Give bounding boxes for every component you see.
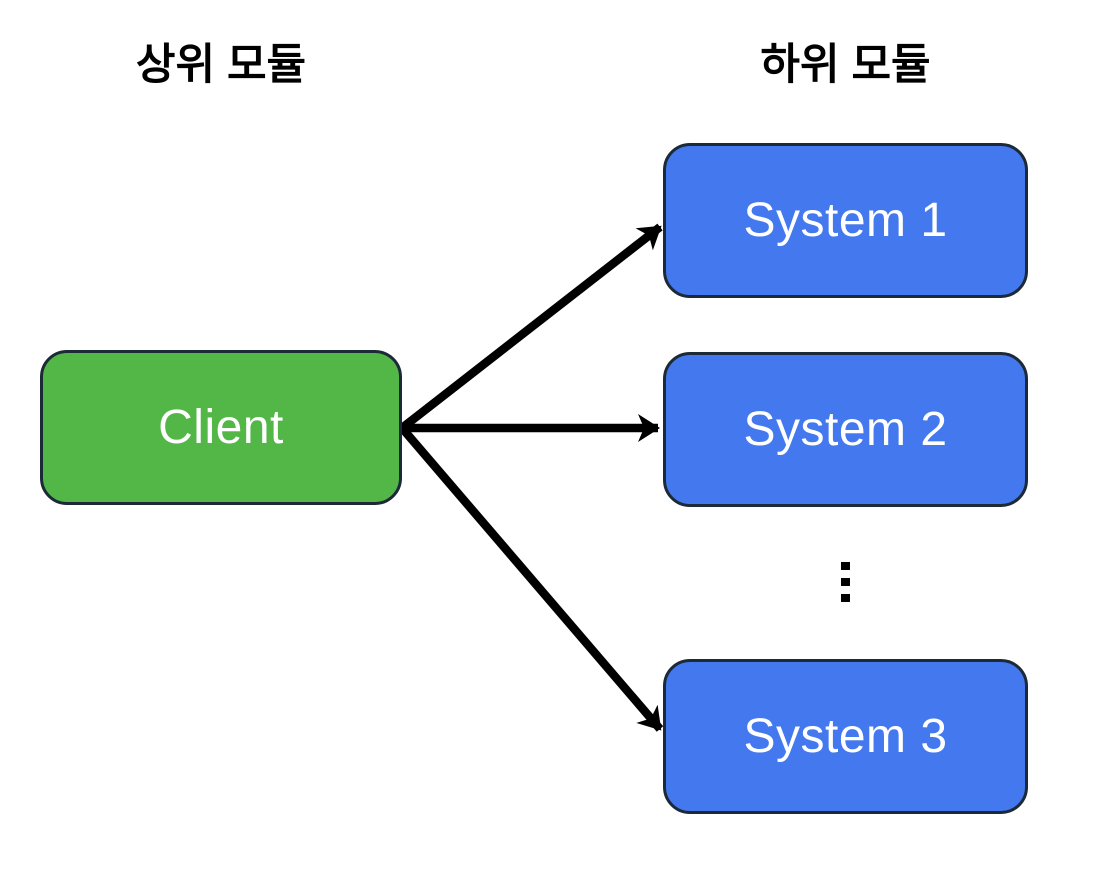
arrow-client-to-system1 — [399, 223, 663, 432]
heading-lower-module: 하위 모듈 — [760, 41, 931, 89]
arrow-client-to-system3 — [398, 425, 664, 732]
system2-label: System 2 — [743, 403, 948, 456]
client-node: Client — [40, 350, 402, 505]
system1-node: System 1 — [663, 143, 1028, 298]
system3-node: System 3 — [663, 659, 1028, 814]
system2-node: System 2 — [663, 352, 1028, 507]
system3-label: System 3 — [743, 710, 948, 763]
client-label: Client — [158, 401, 284, 454]
ellipsis-dot — [841, 578, 850, 586]
system1-label: System 1 — [743, 194, 948, 247]
ellipsis-dot — [841, 562, 850, 570]
ellipsis-dot — [841, 594, 850, 602]
heading-upper-module: 상위 모듈 — [135, 41, 307, 89]
vertical-ellipsis-icon — [663, 562, 1028, 602]
